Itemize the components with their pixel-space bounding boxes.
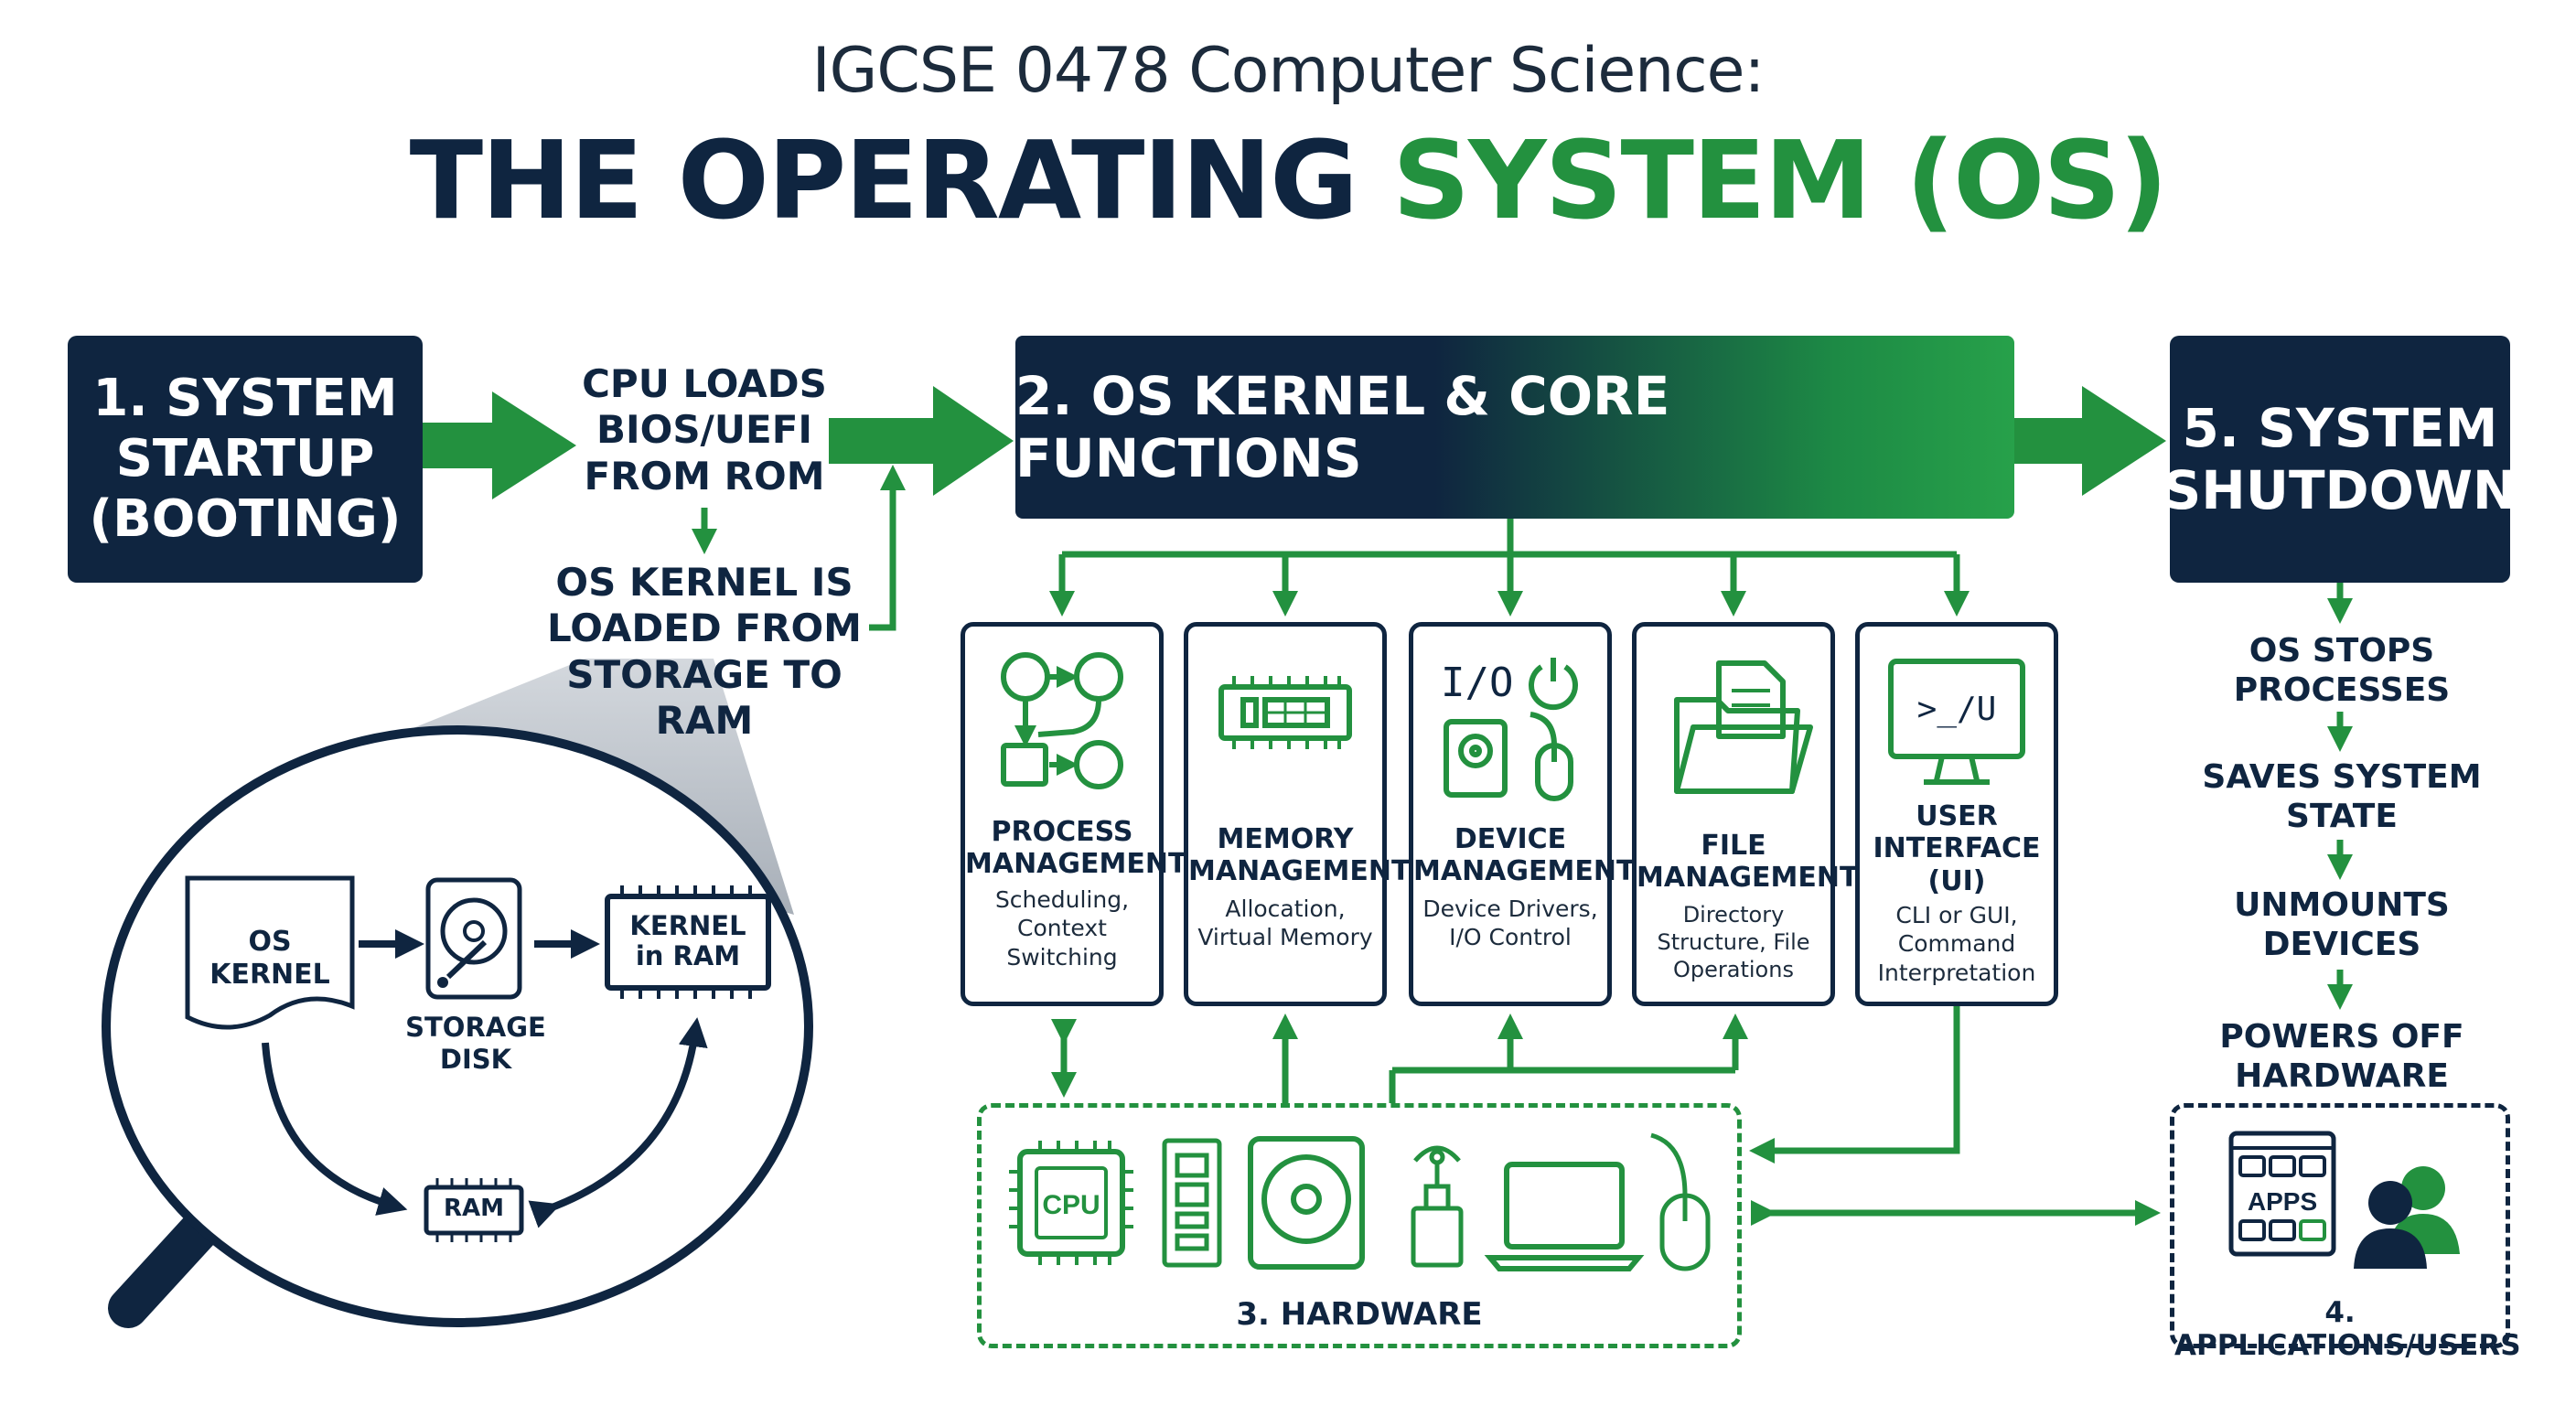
arrow-ram-chip-to-kernel-ram	[528, 1017, 708, 1228]
title-part-navy: THE OPERATING	[409, 117, 1358, 243]
shutdown-step-stop-processes: OS STOPS PROCESSES	[2233, 632, 2451, 710]
hardware-box: CPU 3. HARDWARE	[977, 1103, 1742, 1348]
process-flow-icon	[1001, 652, 1123, 789]
hard-drive-icon	[1248, 1136, 1365, 1270]
ram-module-icon	[605, 885, 771, 999]
os-kernel-label: OS KERNEL	[209, 926, 330, 991]
hardware-icons: CPU	[1009, 1132, 1711, 1271]
memory-chip-icon	[1218, 676, 1352, 749]
card-title: DEVICE MANAGEMENT	[1413, 823, 1636, 888]
kernel-document-icon	[185, 875, 355, 1030]
card-description: Directory Structure, File Operations	[1657, 902, 1810, 982]
boot-step-bios: CPU LOADS BIOS/UEFI FROM ROM	[582, 361, 827, 499]
big-arrow-kernel-to-shutdown	[2012, 386, 2166, 496]
system-shutdown-box: 5. SYSTEM SHUTDOWN	[2163, 336, 2517, 583]
card-file-management: FILE MANAGEMENT Directory Structure, Fil…	[1632, 622, 1859, 1006]
shutdown-step-save-state: SAVES SYSTEM STATE	[2202, 758, 2482, 836]
kernel-distribution-lines	[1049, 519, 1970, 617]
ram-chip-icon	[424, 1178, 524, 1242]
usb-drive-icon	[1411, 1145, 1464, 1268]
card-process-management: PROCESS MANAGEMENT Scheduling, Context S…	[961, 622, 1187, 1006]
mouse-icon	[1650, 1132, 1711, 1271]
shutdown-step-power-off: POWERS OFF HARDWARE	[2219, 1018, 2464, 1096]
card-title: PROCESS MANAGEMENT	[965, 816, 1187, 881]
applications-label: 4. APPLICATIONS/USERS	[2174, 1296, 2521, 1362]
card-title: USER INTERFACE (UI)	[1873, 800, 2041, 897]
boot-step-kernel-load: OS KERNEL IS LOADED FROM STORAGE TO RAM	[547, 560, 862, 744]
system-startup-box: 1. SYSTEM STARTUP (BOOTING)	[68, 336, 423, 583]
card-title: MEMORY MANAGEMENT	[1188, 823, 1411, 888]
io-text: I/O	[1441, 660, 1513, 706]
hardware-links	[1051, 1006, 2161, 1226]
storage-disk-icon	[425, 877, 522, 1000]
shutdown-step-unmount: UNMOUNTS DEVICES	[2234, 886, 2450, 964]
apps-window-icon: APPS	[2228, 1131, 2336, 1257]
apps-users-icons: APPS	[2228, 1131, 2460, 1269]
card-description: Device Drivers, I/O Control	[1422, 896, 1598, 951]
applications-box: APPS 4. APPLICATIONS/USERS	[2170, 1103, 2521, 1362]
ram-label: RAM	[443, 1195, 504, 1222]
hardware-label: 3. HARDWARE	[1236, 1296, 1483, 1333]
cpu-label: CPU	[1042, 1190, 1100, 1220]
folder-icon	[1674, 660, 1813, 794]
card-title: FILE MANAGEMENT	[1637, 830, 1859, 895]
card-description: Allocation, Virtual Memory	[1197, 896, 1373, 951]
card-memory-management: MEMORY MANAGEMENT Allocation, Virtual Me…	[1184, 622, 1411, 1006]
cpu-icon: CPU	[1009, 1141, 1133, 1265]
subtitle: IGCSE 0478 Computer Science:	[811, 35, 1766, 107]
apps-text: APPS	[2248, 1187, 2317, 1216]
page-title: THE OPERATING SYSTEM (OS)	[0, 117, 2576, 243]
storage-disk-label: STORAGE DISK	[405, 1012, 546, 1075]
card-description: CLI or GUI, Command Interpretation	[1877, 902, 2036, 986]
laptop-icon	[1484, 1162, 1645, 1271]
terminal-text: >_/U	[1917, 691, 1997, 728]
motherboard-icon	[1162, 1138, 1222, 1268]
card-device-management: I/O DEVICE MANAGEMENT Device Drivers, I/…	[1409, 622, 1636, 1006]
terminal-monitor-icon: >_/U	[1888, 659, 2025, 785]
kernel-in-ram-label: KERNEL in RAM	[629, 910, 746, 972]
card-description: Scheduling, Context Switching	[994, 886, 1130, 971]
title-part-green: SYSTEM (OS)	[1392, 117, 2168, 243]
io-devices-icon: I/O	[1441, 658, 1578, 801]
os-kernel-box: 2. OS KERNEL & CORE FUNCTIONS	[1015, 336, 2014, 519]
arrow-load-to-kernel	[869, 465, 906, 631]
card-user-interface: >_/U USER INTERFACE (UI) CLI or GUI, Com…	[1855, 622, 2058, 1006]
big-arrow-startup-to-bios	[423, 391, 576, 499]
users-icon	[2354, 1166, 2460, 1269]
arrow-kernel-to-ram-chip	[262, 1042, 408, 1216]
big-arrow-bios-to-kernel	[829, 386, 1014, 496]
